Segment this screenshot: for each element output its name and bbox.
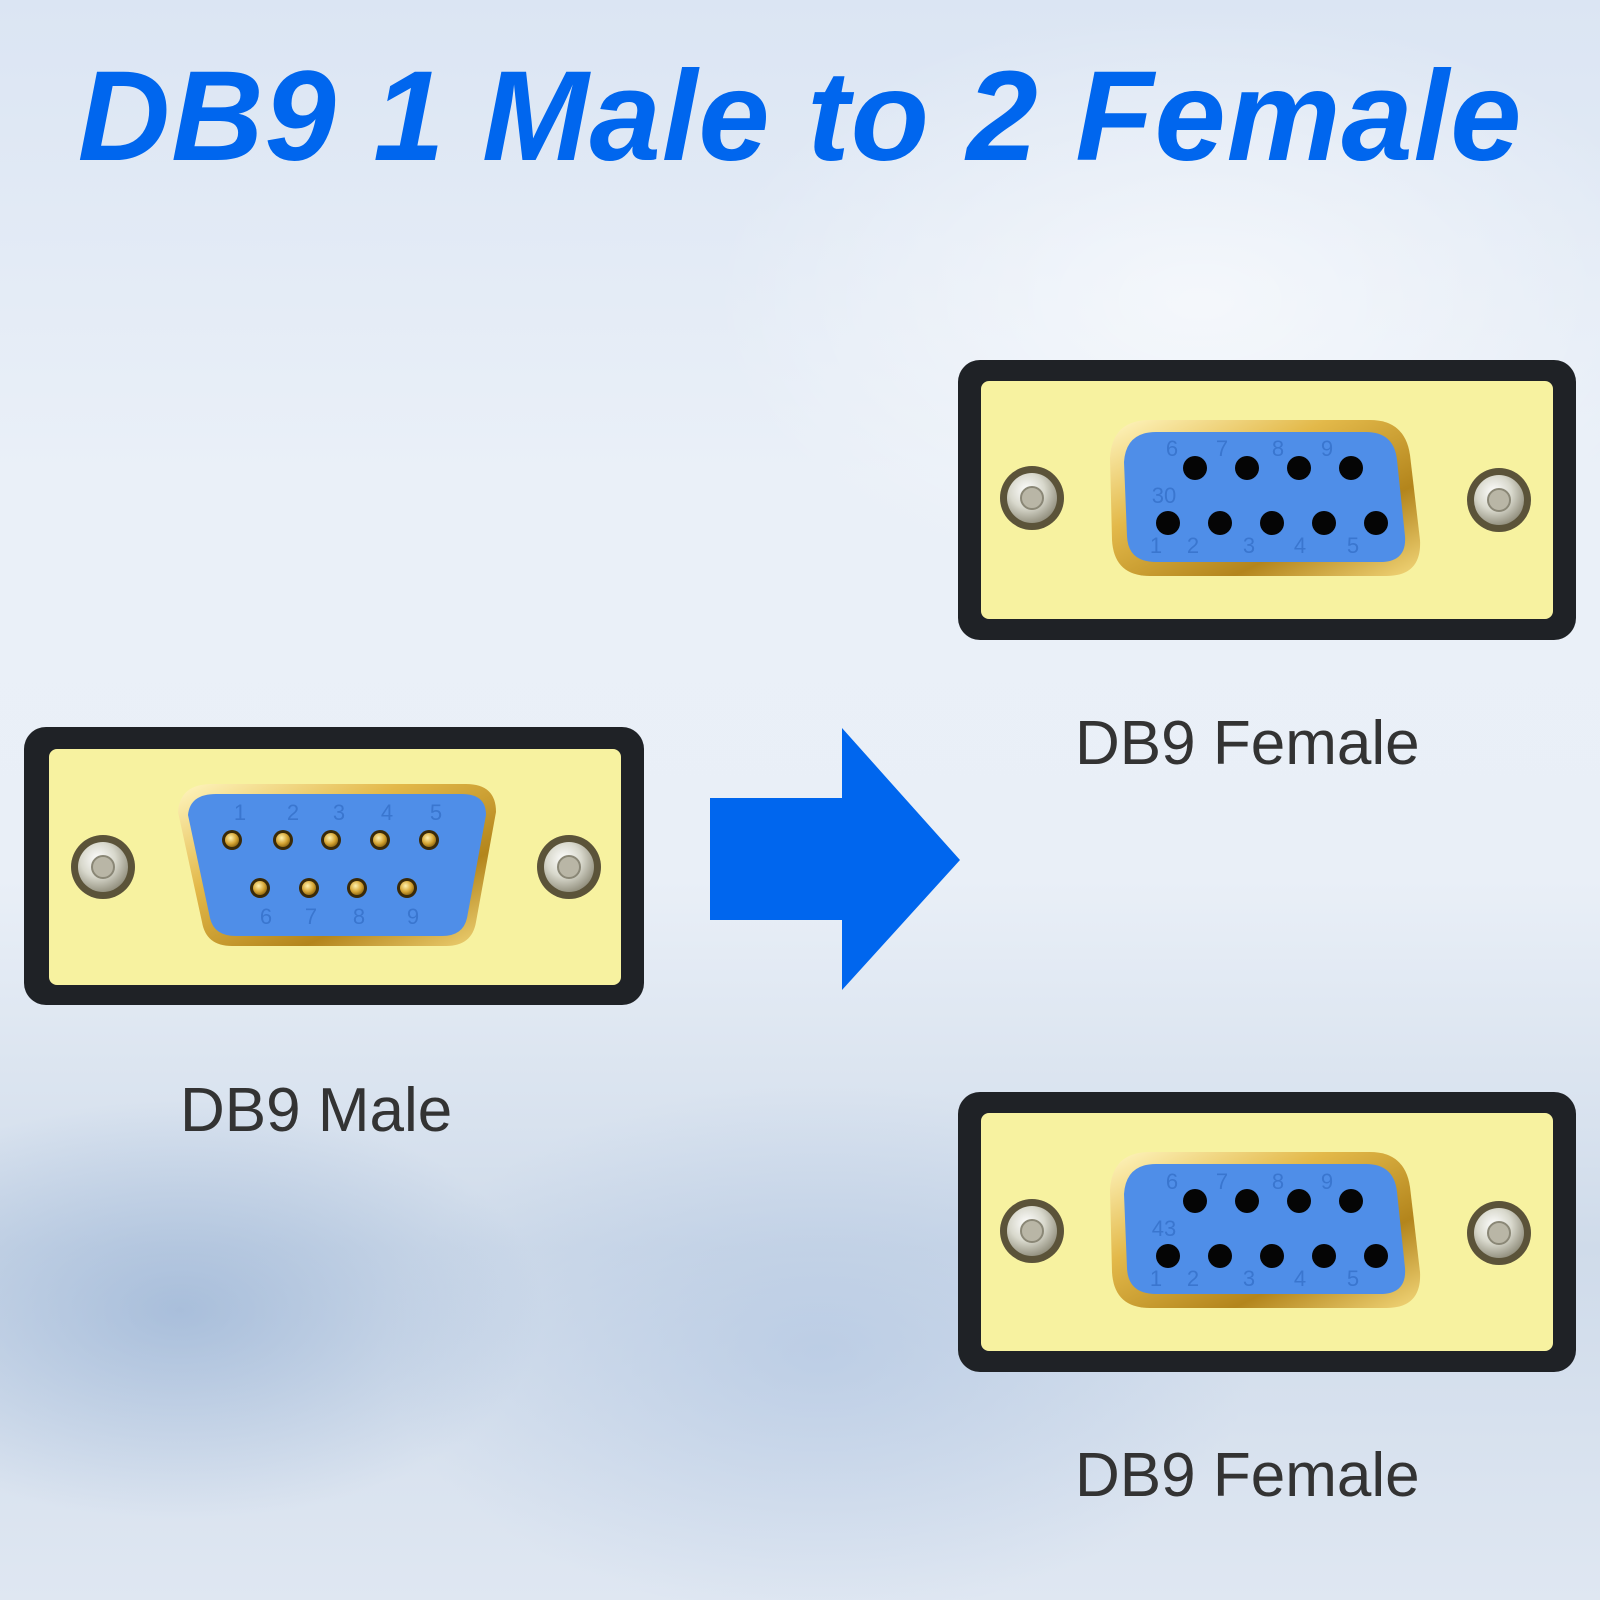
pin-number: 2	[1187, 533, 1199, 558]
pin-number: 5	[1347, 533, 1359, 558]
socket	[1339, 1189, 1363, 1213]
pin-number: 8	[1272, 436, 1284, 461]
male-pin-numbers-top: 1 2 3 4 5	[234, 800, 442, 825]
pin-number: 2	[287, 800, 299, 825]
screw-icon	[1467, 1201, 1531, 1265]
pin-number: 7	[1216, 436, 1228, 461]
pin-number: 3	[1243, 533, 1255, 558]
pin-number: 5	[1347, 1266, 1359, 1291]
socket	[1235, 1189, 1259, 1213]
female-label-top: DB9 Female	[1075, 709, 1420, 778]
pin-number: 9	[407, 904, 419, 929]
pin	[422, 833, 436, 847]
socket	[1235, 456, 1259, 480]
socket	[1312, 1244, 1336, 1268]
socket	[1287, 456, 1311, 480]
socket	[1260, 511, 1284, 535]
male-pins	[222, 830, 439, 898]
pin-number: 9	[1321, 436, 1333, 461]
db9-female-connector-2: 6 7 8 9 43 1 2 3 4 5	[958, 1092, 1576, 1372]
pin-number: 6	[260, 904, 272, 929]
pin	[400, 881, 414, 895]
pin-number: 4	[1294, 533, 1306, 558]
socket	[1183, 1189, 1207, 1213]
pin-number: 7	[305, 904, 317, 929]
pin-number: 1	[234, 800, 246, 825]
socket	[1208, 1244, 1232, 1268]
pin-number: 9	[1321, 1169, 1333, 1194]
pin-number: 6	[1166, 436, 1178, 461]
pin-number: 6	[1166, 1169, 1178, 1194]
pin-number: 2	[1187, 1266, 1199, 1291]
screw-icon	[1467, 468, 1531, 532]
screw-icon	[71, 835, 135, 899]
page-title: DB9 1 Male to 2 Female	[77, 45, 1523, 188]
male-label: DB9 Male	[180, 1076, 453, 1145]
pin-number: 5	[430, 800, 442, 825]
pin-number: 8	[1272, 1169, 1284, 1194]
db9-male-connector: 1 2 3 4 5 6 7 8 9	[24, 727, 644, 1005]
female-2-sockets	[1156, 1189, 1388, 1268]
socket	[1364, 1244, 1388, 1268]
screw-icon	[1000, 466, 1064, 530]
socket	[1156, 1244, 1180, 1268]
pin-number: 3	[1243, 1266, 1255, 1291]
socket	[1183, 456, 1207, 480]
female-1-sockets	[1156, 456, 1388, 535]
arrow-right-icon	[710, 728, 960, 990]
female-2-pin-numbers-bottom: 1 2 3 4 5	[1150, 1266, 1359, 1291]
socket	[1260, 1244, 1284, 1268]
female-1-pin-numbers-top: 6 7 8 9	[1166, 436, 1333, 461]
female-2-pin-numbers-top: 6 7 8 9	[1166, 1169, 1333, 1194]
male-insulator	[188, 794, 486, 936]
pin-number: 1	[1150, 533, 1162, 558]
socket	[1312, 511, 1336, 535]
pin	[253, 881, 267, 895]
screw-icon	[1000, 1199, 1064, 1263]
socket	[1339, 456, 1363, 480]
female-1-pin-numbers-bottom: 1 2 3 4 5	[1150, 533, 1359, 558]
pin-number: 7	[1216, 1169, 1228, 1194]
pin	[276, 833, 290, 847]
pin-number: 4	[381, 800, 393, 825]
pin	[302, 881, 316, 895]
female-label-bottom: DB9 Female	[1075, 1441, 1420, 1510]
side-mark: 43	[1152, 1216, 1176, 1241]
pin-number: 3	[333, 800, 345, 825]
db9-female-connector-1: 6 7 8 9 30 1 2 3 4 5	[958, 360, 1576, 640]
pin	[350, 881, 364, 895]
pin	[324, 833, 338, 847]
screw-icon	[537, 835, 601, 899]
male-pin-numbers-bottom: 6 7 8 9	[260, 904, 419, 929]
socket	[1208, 511, 1232, 535]
socket	[1287, 1189, 1311, 1213]
pin	[225, 833, 239, 847]
side-mark: 30	[1152, 483, 1176, 508]
socket	[1364, 511, 1388, 535]
pin-number: 8	[353, 904, 365, 929]
pin-number: 4	[1294, 1266, 1306, 1291]
pin-number: 1	[1150, 1266, 1162, 1291]
socket	[1156, 511, 1180, 535]
pin	[373, 833, 387, 847]
